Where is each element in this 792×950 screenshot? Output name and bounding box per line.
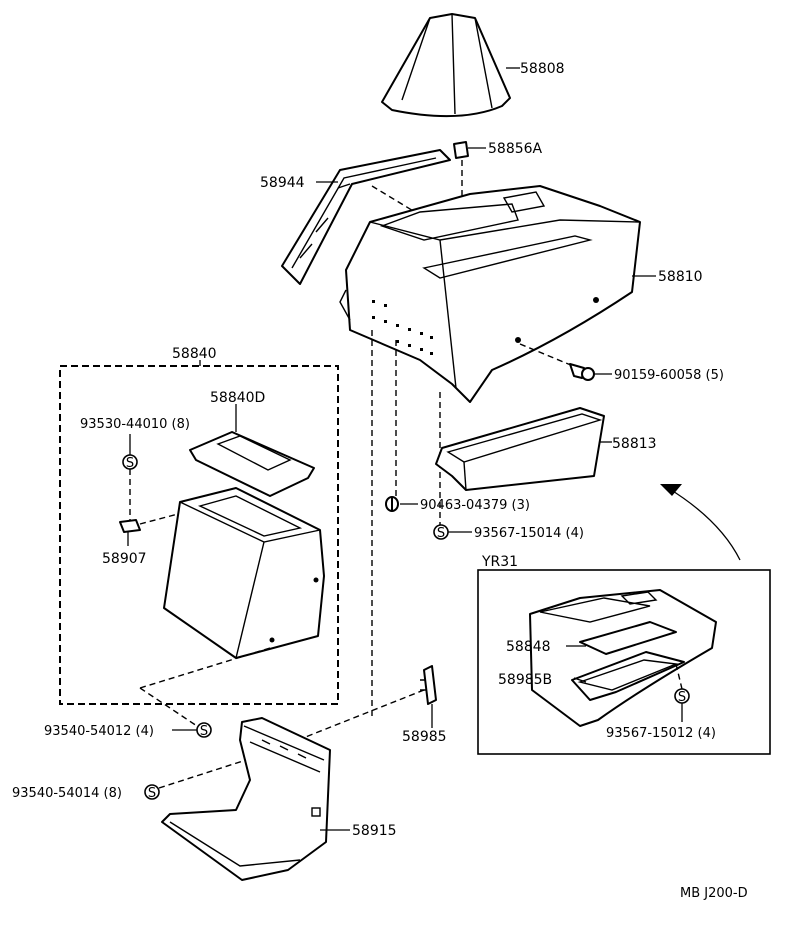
label-58985B: 58985B	[498, 672, 552, 688]
tray-58813	[435, 407, 605, 491]
label-93567-15012: 93567-15012 (4)	[606, 726, 716, 741]
variant-arrow	[660, 484, 741, 561]
clip-symbol: S	[148, 786, 156, 801]
label-58808: 58808	[520, 61, 565, 77]
bracket-58915	[161, 717, 331, 881]
label-58985: 58985	[402, 729, 447, 745]
shift-boot-58808	[381, 13, 511, 118]
box-58840	[163, 487, 325, 659]
label-58813: 58813	[612, 436, 657, 452]
bracket-58985	[420, 665, 437, 705]
clip-90463-04379	[385, 496, 399, 512]
console-variant-yr31	[529, 589, 717, 727]
trim-58944	[281, 149, 451, 285]
clip-symbol: S	[200, 724, 208, 739]
label-93530-44010: 93530-44010 (8)	[80, 417, 190, 432]
label-93540-54014: 93540-54014 (8)	[12, 786, 122, 801]
clip-58856A	[453, 141, 469, 159]
label-58944: 58944	[260, 175, 305, 191]
label-93540-54012: 93540-54012 (4)	[44, 724, 154, 739]
label-90159-60058: 90159-60058 (5)	[614, 368, 724, 383]
clip-58907	[119, 519, 141, 533]
label-90463-04379: 90463-04379 (3)	[420, 498, 530, 513]
label-58856A: 58856A	[488, 141, 543, 157]
label-58915: 58915	[352, 823, 397, 839]
diagram-code: MB J200-D	[680, 886, 748, 901]
label-58840: 58840	[172, 346, 217, 362]
label-58810: 58810	[658, 269, 703, 285]
label-93567-15014: 93567-15014 (4)	[474, 526, 584, 541]
variant-box-yr31	[477, 569, 771, 755]
assembly-box-58840	[59, 365, 339, 705]
console-body-58810	[339, 185, 641, 403]
clip-symbol: S	[437, 526, 445, 541]
label-58907: 58907	[102, 551, 147, 567]
lid-58840D	[189, 431, 315, 497]
clip-symbol: S	[126, 456, 134, 471]
clip-symbol-icon	[144, 784, 160, 800]
screw-90159-60058	[569, 363, 595, 381]
label-58840D: 58840D	[210, 390, 265, 406]
label-yr31: YR31	[481, 554, 518, 570]
label-58848: 58848	[506, 639, 551, 655]
clip-symbol: S	[678, 690, 686, 705]
